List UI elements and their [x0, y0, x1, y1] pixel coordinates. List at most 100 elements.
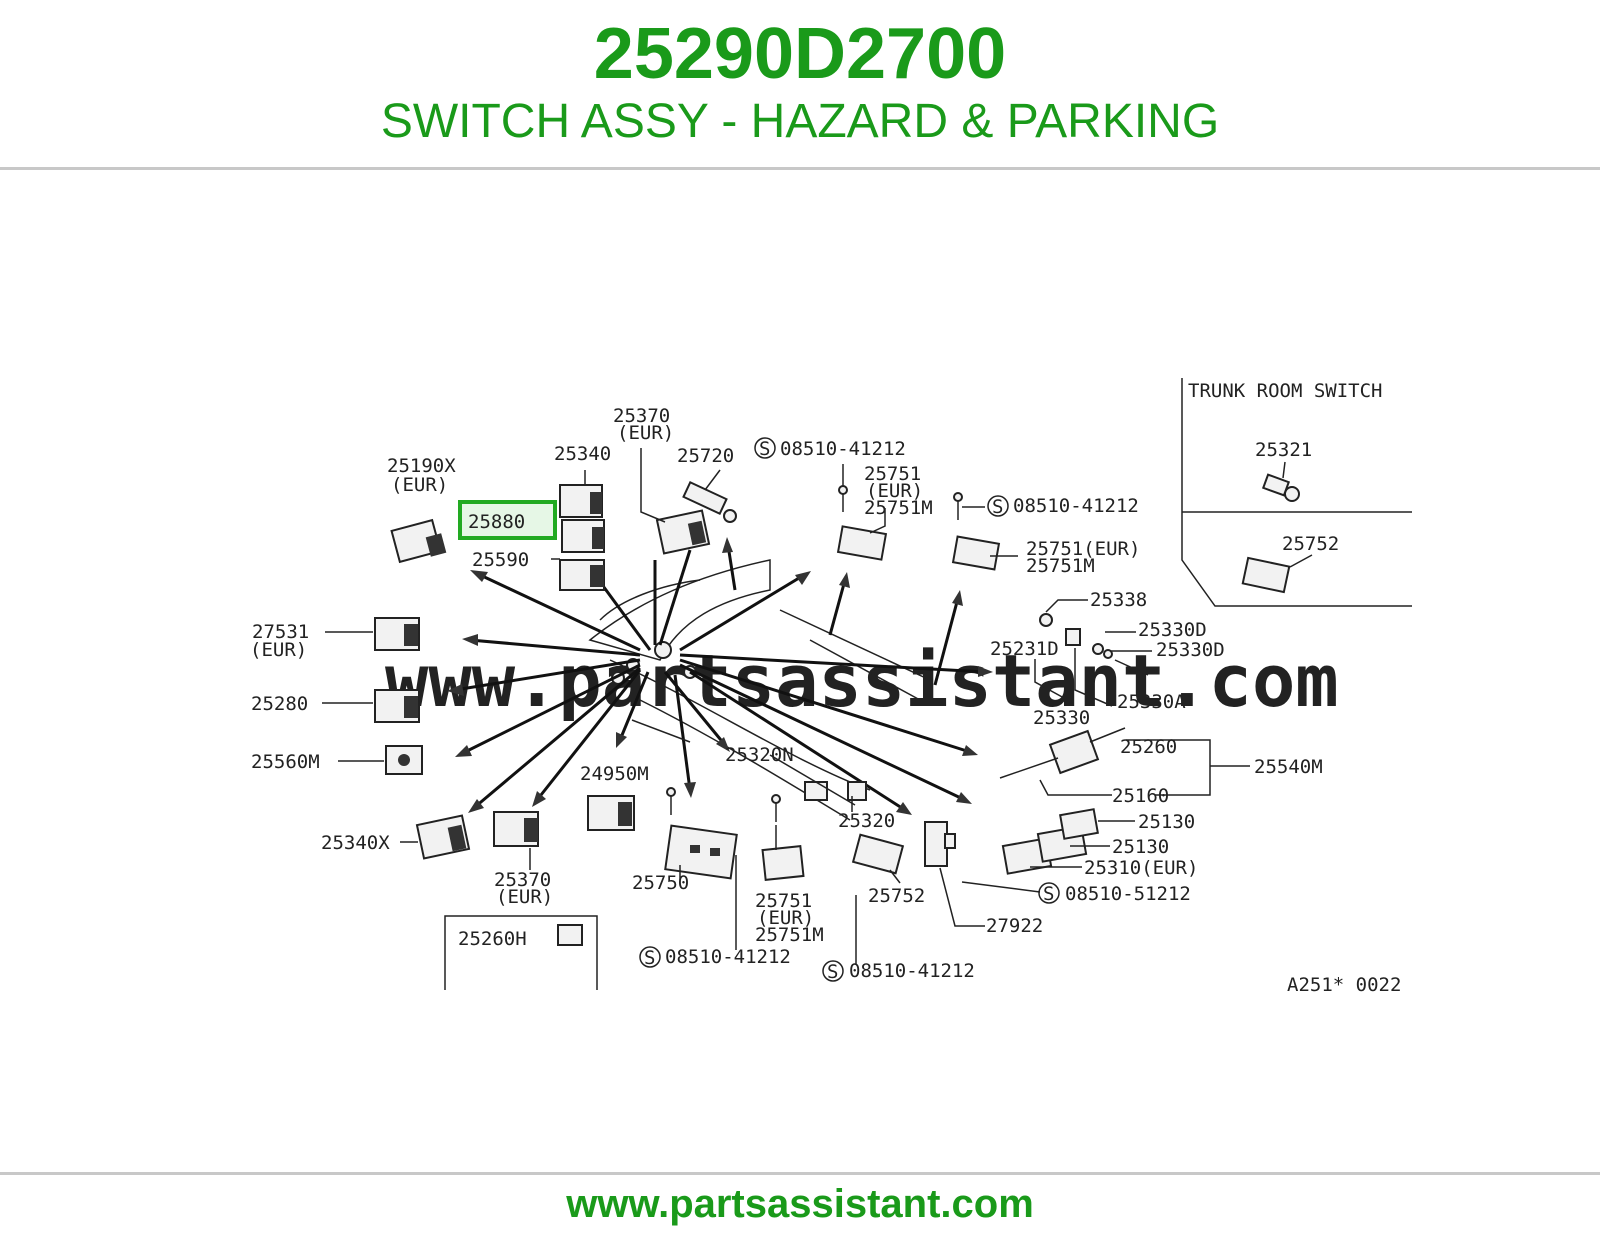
- switch-components: [374, 480, 1149, 882]
- screw-symbol: S: [759, 438, 770, 460]
- arrow-25190x: [477, 572, 641, 652]
- arrow-24950m: [618, 671, 650, 741]
- arrow-25280: [454, 658, 641, 692]
- footer-divider: [0, 1172, 1600, 1175]
- switch-25340x: [415, 814, 471, 860]
- switch-25321: [1261, 473, 1300, 502]
- screw-symbols: S S S S S: [639, 437, 1060, 983]
- page-header: 25290D2700 SWITCH ASSY - HAZARD & PARKIN…: [0, 0, 1600, 170]
- switch-25590: [559, 559, 605, 591]
- switch-25340: [559, 484, 603, 518]
- arrow-25751-mid: [828, 579, 847, 636]
- label-25751m-mid: 25751M: [864, 497, 933, 519]
- label-08510-41212-b: 08510-41212: [1013, 495, 1139, 517]
- label-25231d: 25231D: [990, 638, 1059, 660]
- label-25190x: 25190X: [387, 455, 456, 477]
- label-27531-eur: (EUR): [250, 639, 307, 661]
- label-25160: 25160: [1112, 785, 1169, 807]
- arrow-25320: [689, 670, 906, 812]
- switch-25751-lower: [761, 844, 805, 882]
- label-25560m: 25560M: [251, 751, 320, 773]
- switch-25130: [1001, 808, 1099, 875]
- part-number: 25290D2700: [593, 14, 1007, 94]
- label-25320: 25320: [838, 810, 895, 832]
- switch-25750: [664, 824, 738, 880]
- label-25590: 25590: [472, 549, 529, 571]
- label-25330a: 25330A: [1117, 691, 1186, 713]
- label-25751-mid: 25751: [864, 463, 921, 485]
- label-25260h: 25260H: [458, 928, 527, 950]
- label-08510-41212-c: 08510-41212: [665, 946, 791, 968]
- switch-24950m: [587, 795, 635, 831]
- label-25130-a: 25130: [1138, 811, 1195, 833]
- label-25260: 25260: [1120, 736, 1177, 758]
- diagram-panel: [180, 340, 1415, 1000]
- label-25751-lower-eur: (EUR): [757, 907, 814, 929]
- inset-title: TRUNK ROOM SWITCH: [1188, 380, 1382, 402]
- inset-25260h: [444, 915, 598, 990]
- screw-symbol: S: [992, 496, 1003, 518]
- part-title: SWITCH ASSY - HAZARD & PARKING: [380, 95, 1220, 148]
- label-25330d-a: 25330D: [1138, 619, 1207, 641]
- screw-symbol: S: [827, 961, 838, 983]
- arrow-25340x: [474, 666, 641, 809]
- arrow-25750: [673, 674, 692, 791]
- label-25190x-eur: (EUR): [391, 474, 448, 496]
- label-25751-mid-eur: (EUR): [866, 480, 923, 502]
- label-25130-b: 25130: [1112, 836, 1169, 858]
- arrow-25720: [726, 544, 737, 591]
- label-25540m: 25540M: [1254, 756, 1323, 778]
- footer-url[interactable]: www.partsassistant.com: [566, 1182, 1034, 1226]
- label-08510-41212-d: 08510-41212: [849, 960, 975, 982]
- label-25340: 25340: [554, 443, 611, 465]
- label-25370-top-eur: (EUR): [617, 422, 674, 444]
- highlight-box: [458, 500, 557, 540]
- label-25370-bottom: 25370: [494, 869, 551, 891]
- drawing-code: A251* 0022: [1287, 974, 1401, 996]
- label-25751-eur-right: 25751(EUR): [1026, 538, 1140, 560]
- label-25751m-right: 25751M: [1026, 555, 1095, 577]
- label-25280: 25280: [251, 693, 308, 715]
- switch-25260: [999, 727, 1126, 779]
- arrow-25130: [679, 663, 966, 802]
- label-25720: 25720: [677, 445, 734, 467]
- label-25338: 25338: [1090, 589, 1147, 611]
- screws: [666, 485, 963, 822]
- arrow-27531: [469, 638, 641, 657]
- leader-lines: [322, 448, 1250, 965]
- label-24950m: 24950M: [580, 763, 649, 785]
- rods-25330: [1039, 613, 1149, 676]
- watermark: www.partsassistant.com: [385, 639, 1339, 723]
- label-25321: 25321: [1255, 439, 1312, 461]
- label-25752-lower: 25752: [868, 885, 925, 907]
- switch-25880: [561, 519, 605, 553]
- arrow-25260: [679, 658, 971, 754]
- radial-arrows: [447, 537, 993, 815]
- arrow-25231d: [679, 653, 986, 674]
- label-25340x: 25340X: [321, 832, 390, 854]
- arrow-25751-center: [679, 573, 805, 652]
- label-27531: 27531: [252, 621, 309, 643]
- label-25752-inset: 25752: [1282, 533, 1339, 555]
- arrow-25370-top: [658, 549, 692, 646]
- connector-25320: [804, 781, 867, 801]
- label-08510-51212: 08510-51212: [1065, 883, 1191, 905]
- switch-25280: [374, 689, 420, 723]
- switch-25560m: [385, 745, 423, 775]
- label-25320n: 25320N: [725, 744, 794, 766]
- header-divider: [0, 167, 1600, 170]
- switch-25370-bottom: [493, 811, 539, 847]
- label-25330: 25330: [1033, 707, 1090, 729]
- arrow-25370-bottom: [535, 669, 642, 801]
- label-08510-41212-a: 08510-41212: [780, 438, 906, 460]
- label-25370-bottom-eur: (EUR): [496, 886, 553, 908]
- label-25330d-b: 25330D: [1156, 639, 1225, 661]
- switch-25751-center: [836, 525, 888, 561]
- bulb-25720: [682, 480, 737, 523]
- part-labels: 25880 25190X (EUR) 25340 25370 (EUR) 257…: [250, 380, 1401, 996]
- label-25751m-lower: 25751M: [755, 924, 824, 946]
- switch-25752-lower: [851, 833, 905, 875]
- trunk-room-switch-inset: [1181, 378, 1412, 607]
- switch-25752-inset: [1241, 556, 1291, 594]
